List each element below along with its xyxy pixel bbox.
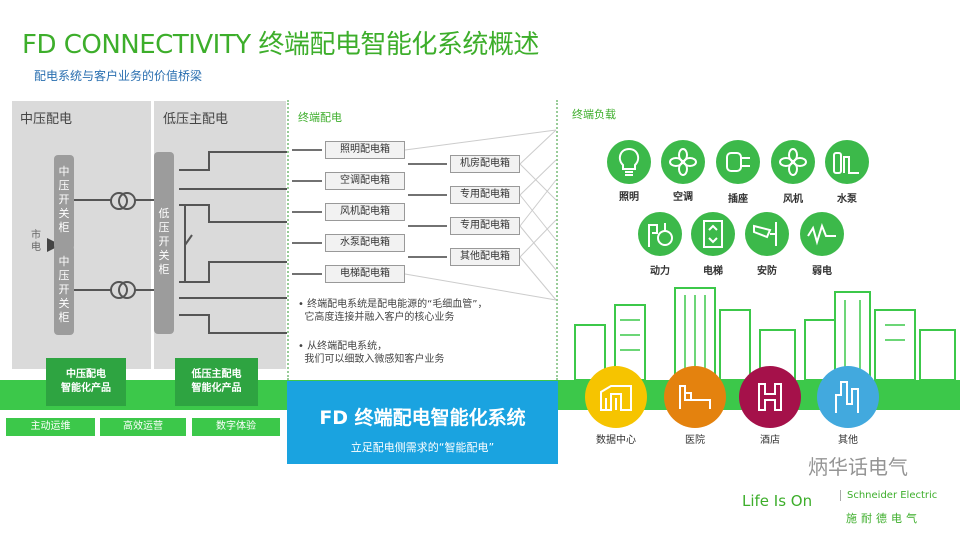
- pill-efficient-ops[interactable]: 高效运营: [100, 418, 186, 436]
- special-box: 其他配电箱: [450, 248, 520, 266]
- fd-subtitle: 立足配电侧需求的“智能配电”: [350, 441, 495, 454]
- mv-switchgear-2: 中压开关柜: [54, 245, 74, 335]
- terminal-box: 水泵配电箱: [325, 234, 405, 252]
- sector-label: 医院: [685, 435, 705, 446]
- special-box: 专用配电箱: [450, 186, 520, 204]
- terminal-box: 照明配电箱: [325, 141, 405, 159]
- sector-label: 其他: [838, 435, 858, 446]
- lv-product[interactable]: 低压主配电智能化产品: [175, 358, 258, 406]
- special-box: 机房配电箱: [450, 155, 520, 173]
- water-pump-icon: [825, 140, 869, 184]
- load-label: 空调: [673, 192, 693, 203]
- note-line: 我们可以细致入微感知客户业务: [304, 354, 445, 365]
- special-box: 专用配电箱: [450, 217, 520, 235]
- socket-icon: [716, 140, 760, 184]
- data-center-icon[interactable]: [585, 366, 647, 428]
- power-plug-icon: [638, 212, 682, 256]
- load-label: 照明: [619, 192, 639, 203]
- fd-title: FD 终端配电智能化系统: [319, 407, 526, 429]
- logo-brand: Schneider Electric: [840, 490, 937, 501]
- product-line: 智能化产品: [191, 383, 242, 394]
- note-line: 它高度连接并融入客户的核心业务: [304, 312, 455, 323]
- mv-switchgear-1: 中压开关柜: [54, 155, 74, 250]
- terminal-box: 电梯配电箱: [325, 265, 405, 283]
- city-skyline: [574, 287, 956, 380]
- load-label: 动力: [650, 266, 670, 277]
- mv-product[interactable]: 中压配电智能化产品: [46, 358, 126, 406]
- lv-panel: [154, 101, 286, 369]
- grid-label: 市电: [31, 230, 41, 253]
- security-camera-icon: [745, 212, 789, 256]
- load-label: 安防: [757, 266, 777, 277]
- logo-tagline: Life Is On: [742, 492, 813, 510]
- divider: [287, 100, 289, 380]
- hospital-bed-icon[interactable]: [664, 366, 726, 428]
- pill-digital-experience[interactable]: 数字体验: [192, 418, 280, 436]
- terminal-box: 风机配电箱: [325, 203, 405, 221]
- load-label: 电梯: [703, 266, 723, 277]
- terminal-title: 终端配电: [298, 111, 342, 124]
- signal-wave-icon: [800, 212, 844, 256]
- pill-proactive-ops[interactable]: 主动运维: [6, 418, 95, 436]
- fd-system-banner: FD 终端配电智能化系统 立足配电侧需求的“智能配电”: [287, 381, 558, 464]
- note-line: 终端配电系统是配电能源的“毛细血管”，: [307, 299, 488, 310]
- elevator-icon: [691, 212, 735, 256]
- other-buildings-icon[interactable]: [817, 366, 879, 428]
- page-subtitle: 配电系统与客户业务的价值桥梁: [34, 69, 203, 83]
- terminal-box: 空调配电箱: [325, 172, 405, 190]
- mv-title: 中压配电: [20, 112, 73, 127]
- load-label: 水泵: [837, 194, 857, 205]
- divider: [556, 100, 558, 380]
- note-1: • 终端配电系统是配电能源的“毛细血管”， 它高度连接并融入客户的核心业务: [298, 299, 488, 323]
- product-line: 智能化产品: [61, 383, 111, 394]
- sector-label: 数据中心: [596, 435, 636, 446]
- note-line: 从终端配电系统，: [307, 341, 388, 352]
- load-label: 弱电: [812, 266, 832, 277]
- load-label: 插座: [728, 194, 748, 205]
- page-title: FD CONNECTIVITY 终端配电智能化系统概述: [22, 30, 539, 60]
- mv-panel: [12, 101, 151, 369]
- watermark: 炳华话电气: [808, 455, 908, 479]
- product-line: 中压配电: [66, 369, 106, 380]
- lv-switchgear: 低压开关柜: [154, 152, 174, 334]
- lighting-icon: [607, 140, 651, 184]
- air-conditioning-icon: [661, 140, 705, 184]
- product-line: 低压主配电: [191, 369, 242, 380]
- hotel-icon[interactable]: [739, 366, 801, 428]
- note-2: • 从终端配电系统， 我们可以细致入微感知客户业务: [298, 341, 445, 365]
- loads-title: 终端负载: [572, 108, 616, 121]
- lv-title: 低压主配电: [163, 112, 229, 127]
- fan-icon: [771, 140, 815, 184]
- logo-brand-cn: 施耐德电气: [846, 512, 921, 525]
- sector-label: 酒店: [760, 435, 780, 446]
- load-label: 风机: [783, 194, 803, 205]
